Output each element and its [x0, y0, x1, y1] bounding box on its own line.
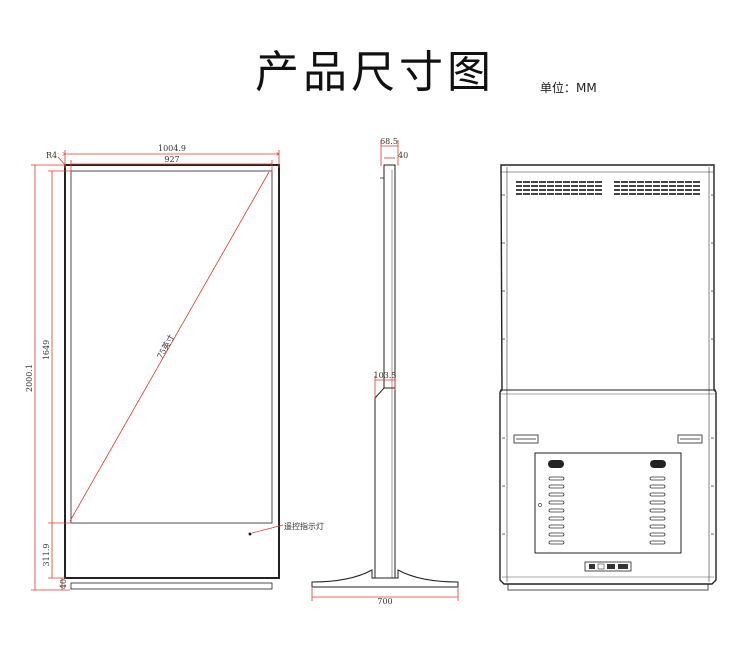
front-base — [70, 582, 273, 590]
diagonal-label: 75英寸 — [155, 333, 177, 361]
top-right-vents — [614, 181, 700, 195]
left-handle — [513, 434, 539, 444]
overall-width-label: 1004.9 — [158, 144, 186, 153]
base-height-label: 40 — [59, 579, 68, 589]
screen-height-label: 1649 — [42, 340, 51, 360]
side-base-foot — [311, 569, 459, 588]
base-depth-label: 700 — [377, 597, 392, 606]
page-title: 产品尺寸图 — [255, 47, 495, 98]
remote-indicator-leader — [251, 524, 284, 534]
panel-right-vents — [649, 476, 666, 545]
side-view: 68.5 40 103.5 700 — [311, 137, 459, 606]
top-left-vents — [516, 181, 602, 195]
front-outer-frame — [64, 164, 280, 579]
remote-indicator-label: 遥控指示灯 — [284, 521, 324, 531]
radius-label: R4 — [46, 151, 57, 160]
front-view: 75英寸 遥控指示灯 1004.9 927 R4 2000.1 1649 311… — [25, 144, 324, 591]
screen-width-label: 927 — [164, 155, 179, 164]
top-depth-label: 68.5 — [380, 137, 398, 146]
back-outer-frame — [499, 164, 717, 585]
mid-depth-label: 103.5 — [374, 371, 397, 380]
back-foot — [507, 583, 709, 591]
overall-height-label: 2000.1 — [25, 364, 34, 392]
side-upper-panel — [383, 164, 396, 389]
unit-label: 单位：MM — [540, 81, 597, 95]
front-screen — [70, 170, 273, 524]
remote-indicator-dot — [248, 532, 252, 536]
bottom-section-label: 311.9 — [42, 544, 51, 567]
diagonal-line — [69, 171, 270, 522]
top-inner-label: 40 — [398, 151, 408, 160]
io-port-panel — [584, 561, 632, 572]
panel-left-vents — [548, 476, 565, 545]
right-handle — [677, 434, 703, 444]
back-view — [499, 164, 717, 591]
back-access-panel — [534, 452, 682, 554]
